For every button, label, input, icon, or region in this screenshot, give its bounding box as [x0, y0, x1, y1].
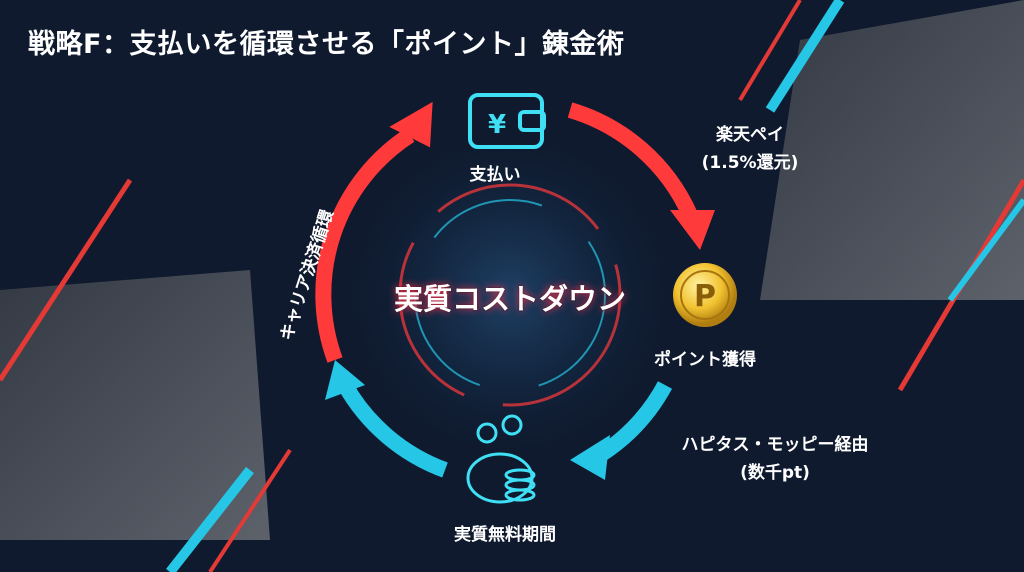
node-payment-label: 支払い	[469, 165, 521, 185]
inner-ring-cyan	[414, 199, 606, 391]
edge-hapitas-moppy-label: ハピタス・モッピー経由	[681, 435, 869, 455]
inner-ring-red	[398, 183, 622, 407]
arrowhead	[670, 210, 715, 250]
arrow-payment-to-points	[567, 102, 698, 219]
arrow-free-to-payment	[315, 128, 415, 363]
edge-rakuten-pay-rate: (1.5%還元)	[701, 153, 799, 173]
arrow-free-loop	[338, 380, 448, 478]
edge-hapitas-moppy-amount: (数千pt)	[740, 463, 810, 483]
arrowhead	[570, 435, 610, 480]
piggy-bank-coins-icon	[466, 414, 536, 504]
node-points-label: ポイント獲得	[654, 350, 756, 370]
page-title: 戦略F：支払いを循環させる「ポイント」錬金術	[28, 29, 625, 60]
center-label: 実質コストダウン	[393, 282, 626, 316]
wallet-yen-icon: ¥	[468, 93, 546, 149]
edge-rakuten-pay-label: 楽天ペイ	[716, 125, 784, 145]
arrowhead	[389, 101, 433, 148]
volleyball-photo-right	[760, 0, 1024, 300]
gold-coin-p-icon: P	[673, 263, 737, 327]
node-free-label: 実質無料期間	[454, 525, 556, 545]
svg-text:P: P	[694, 279, 716, 314]
volleyball-photo-left	[0, 270, 270, 540]
arrowhead	[325, 360, 365, 400]
svg-text:¥: ¥	[488, 110, 506, 140]
